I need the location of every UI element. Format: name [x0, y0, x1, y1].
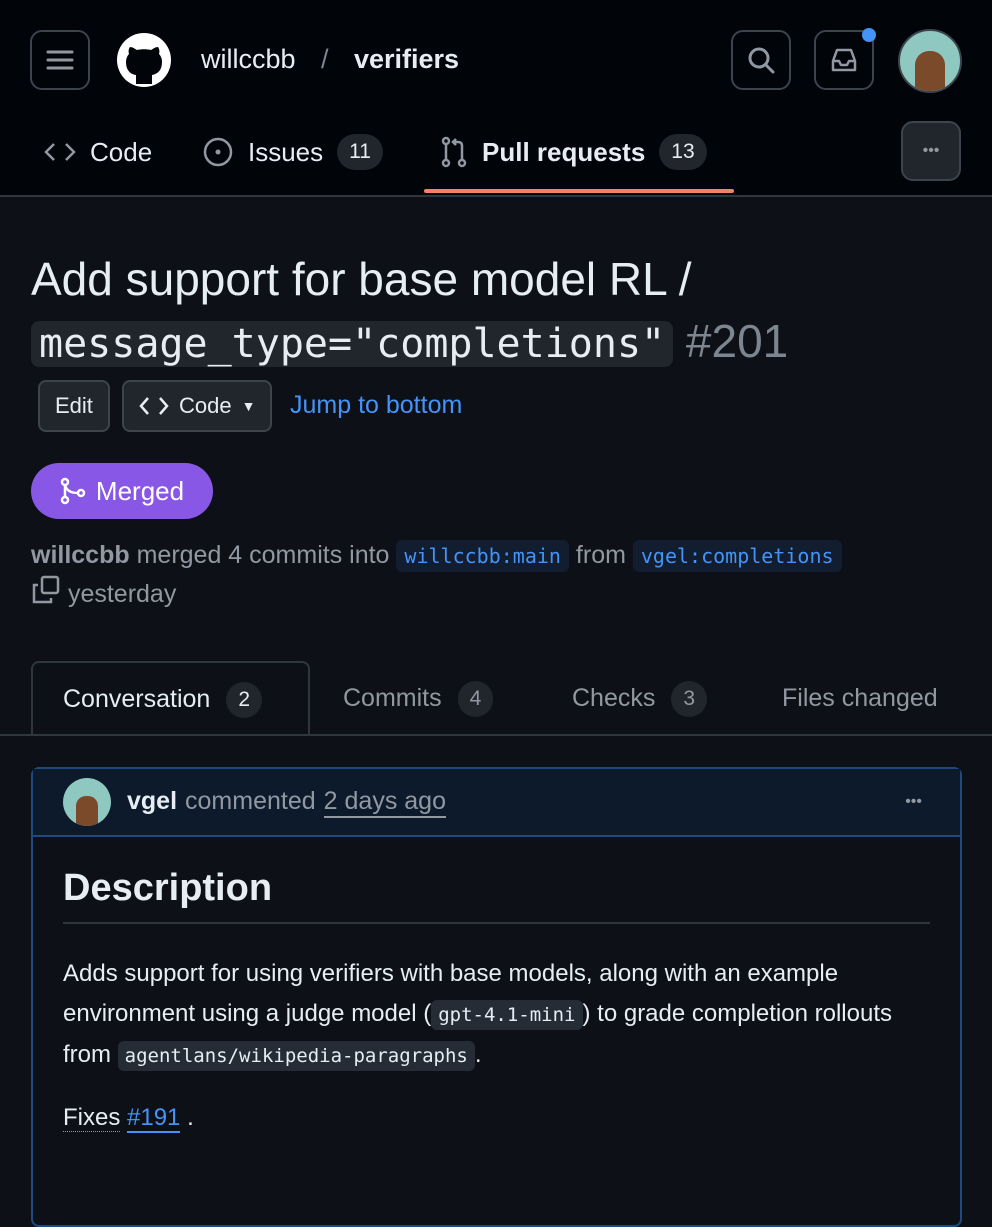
repo-link[interactable]: verifiers — [354, 44, 460, 74]
merger-link[interactable]: willccbb — [31, 541, 130, 569]
git-merge-icon — [60, 477, 86, 505]
description-paragraph: Adds support for using verifiers with ba… — [63, 954, 930, 1076]
copy-icon[interactable] — [31, 575, 61, 616]
tabs-divider — [0, 734, 992, 736]
jump-to-bottom-link[interactable]: Jump to bottom — [290, 391, 463, 419]
comment-action: commented — [185, 786, 316, 815]
pr-title-text: Add support for base model RL / — [31, 253, 692, 305]
tab-conversation[interactable]: Conversation 2 — [31, 661, 310, 736]
inline-code: gpt-4.1-mini — [431, 1000, 583, 1030]
base-branch[interactable]: willccbb:main — [396, 540, 569, 572]
text: Adds support for using verifiers with ba… — [63, 960, 839, 1027]
text: . — [474, 1041, 482, 1068]
text: . — [187, 1104, 194, 1131]
commenter-avatar[interactable] — [63, 778, 111, 826]
tab-checks[interactable]: Checks 3 — [572, 661, 708, 736]
inbox-button[interactable] — [814, 30, 874, 90]
caret-down-icon: ▼ — [241, 398, 256, 414]
pr-title: Add support for base model RL / message_… — [31, 248, 971, 375]
tab-label: Checks — [572, 684, 656, 712]
merge-text: merged 4 commits into — [136, 541, 390, 569]
merged-label: Merged — [95, 475, 185, 506]
merge-summary: willccbb merged 4 commits into willccbb:… — [31, 536, 981, 616]
app-header: willccbb / verifiers Code Issues 11 Pull … — [0, 0, 992, 197]
merged-status-badge: Merged — [31, 463, 213, 519]
checks-count: 3 — [671, 680, 708, 717]
active-tab-underline — [424, 189, 734, 193]
git-pull-request-icon — [441, 136, 467, 168]
from-text: from — [575, 541, 626, 569]
code-icon — [44, 143, 76, 161]
pr-count: 13 — [659, 134, 707, 170]
merge-time: yesterday — [67, 580, 177, 609]
description-heading: Description — [63, 867, 930, 924]
tab-label: Conversation — [63, 685, 211, 713]
search-icon — [748, 47, 775, 74]
breadcrumb-separator: / — [321, 44, 329, 74]
pr-title-code: message_type="completions" — [31, 321, 674, 367]
user-avatar[interactable] — [898, 29, 962, 93]
menu-button[interactable] — [30, 30, 90, 90]
tab-pull-requests[interactable]: Pull requests 13 — [440, 132, 707, 172]
search-button[interactable] — [731, 30, 791, 90]
issues-count: 11 — [337, 134, 383, 170]
text: ) to grade completion rollouts from — [63, 1000, 892, 1068]
issue-opened-icon — [203, 137, 233, 167]
comment-time-link[interactable]: 2 days ago — [323, 787, 446, 818]
tab-code[interactable]: Code — [44, 132, 152, 172]
tab-files-changed[interactable]: Files changed — [782, 661, 938, 736]
tab-label: Pull requests — [482, 136, 646, 167]
tab-label: Commits — [343, 684, 442, 712]
notification-dot — [862, 28, 876, 42]
tab-commits[interactable]: Commits 4 — [343, 661, 494, 736]
pr-number: #201 — [685, 315, 789, 367]
tab-issues[interactable]: Issues 11 — [202, 132, 383, 172]
hamburger-icon — [46, 50, 74, 70]
code-dropdown-button[interactable]: Code ▼ — [122, 380, 273, 432]
comment-card: vgel commented 2 days ago ••• Descriptio… — [31, 767, 962, 1227]
tab-label: Issues — [248, 136, 324, 167]
comment-header: vgel commented 2 days ago ••• — [33, 769, 960, 837]
fixes-paragraph: Fixes #191 . — [63, 1098, 930, 1138]
more-button[interactable]: ••• — [901, 121, 961, 181]
code-label: Code — [179, 393, 232, 418]
conversation-count: 2 — [226, 681, 262, 718]
comment-menu-button[interactable]: ••• — [905, 793, 922, 810]
owner-link[interactable]: willccbb — [201, 44, 296, 74]
commits-count: 4 — [457, 680, 494, 717]
inline-code: agentlans/wikipedia-paragraphs — [117, 1041, 475, 1071]
inbox-icon — [831, 48, 857, 72]
github-logo-icon[interactable] — [116, 32, 172, 88]
issue-link[interactable]: #191 — [127, 1104, 181, 1133]
comment-body: Description Adds support for using verif… — [33, 837, 960, 1190]
tab-label: Files changed — [782, 684, 938, 712]
tab-label: Code — [90, 136, 153, 167]
edit-button[interactable]: Edit — [38, 380, 110, 432]
head-branch[interactable]: vgel:completions — [632, 540, 842, 572]
commenter-link[interactable]: vgel — [127, 786, 178, 815]
fixes-text: Fixes — [63, 1104, 121, 1132]
code-icon — [139, 397, 169, 415]
